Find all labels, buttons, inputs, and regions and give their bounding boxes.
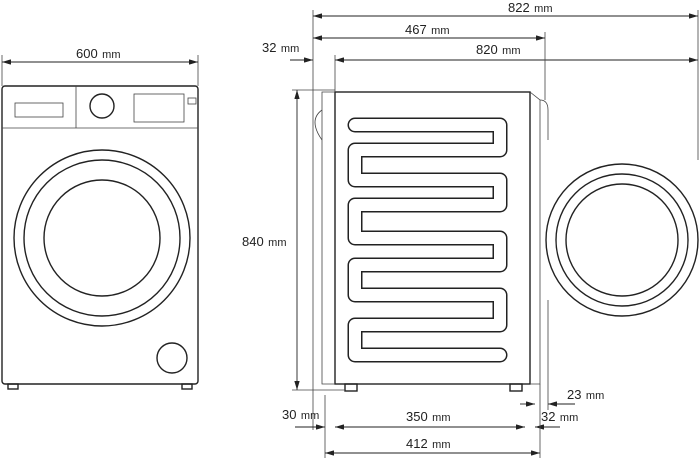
door-glass (43, 179, 161, 297)
door-outer (13, 149, 191, 327)
front-width-label: 600 mm (76, 45, 120, 62)
filter-cover (156, 342, 188, 374)
height-label: 840 mm (242, 233, 286, 250)
door-open-depth-label: 820 mm (476, 41, 520, 58)
rear-offset-bottom-label: 30 mm (282, 406, 319, 423)
hose-coil (347, 117, 508, 363)
feet-spacing-label: 350 mm (406, 408, 450, 425)
open-door (545, 163, 699, 317)
rear-offset-top-label: 32 mm (262, 39, 299, 56)
program-knob (89, 93, 115, 119)
front-offset-label: 32 mm (541, 408, 578, 425)
dimension-lines (1, 10, 699, 458)
detergent-drawer (14, 102, 64, 118)
control-panel-display (133, 93, 185, 123)
depth-to-door-label: 467 mm (405, 21, 449, 38)
body-depth-label: 412 mm (406, 435, 450, 452)
front-view (1, 85, 199, 390)
door-thickness-label: 23 mm (567, 386, 604, 403)
side-view (314, 91, 699, 392)
overall-depth-label: 822 mm (508, 0, 552, 16)
